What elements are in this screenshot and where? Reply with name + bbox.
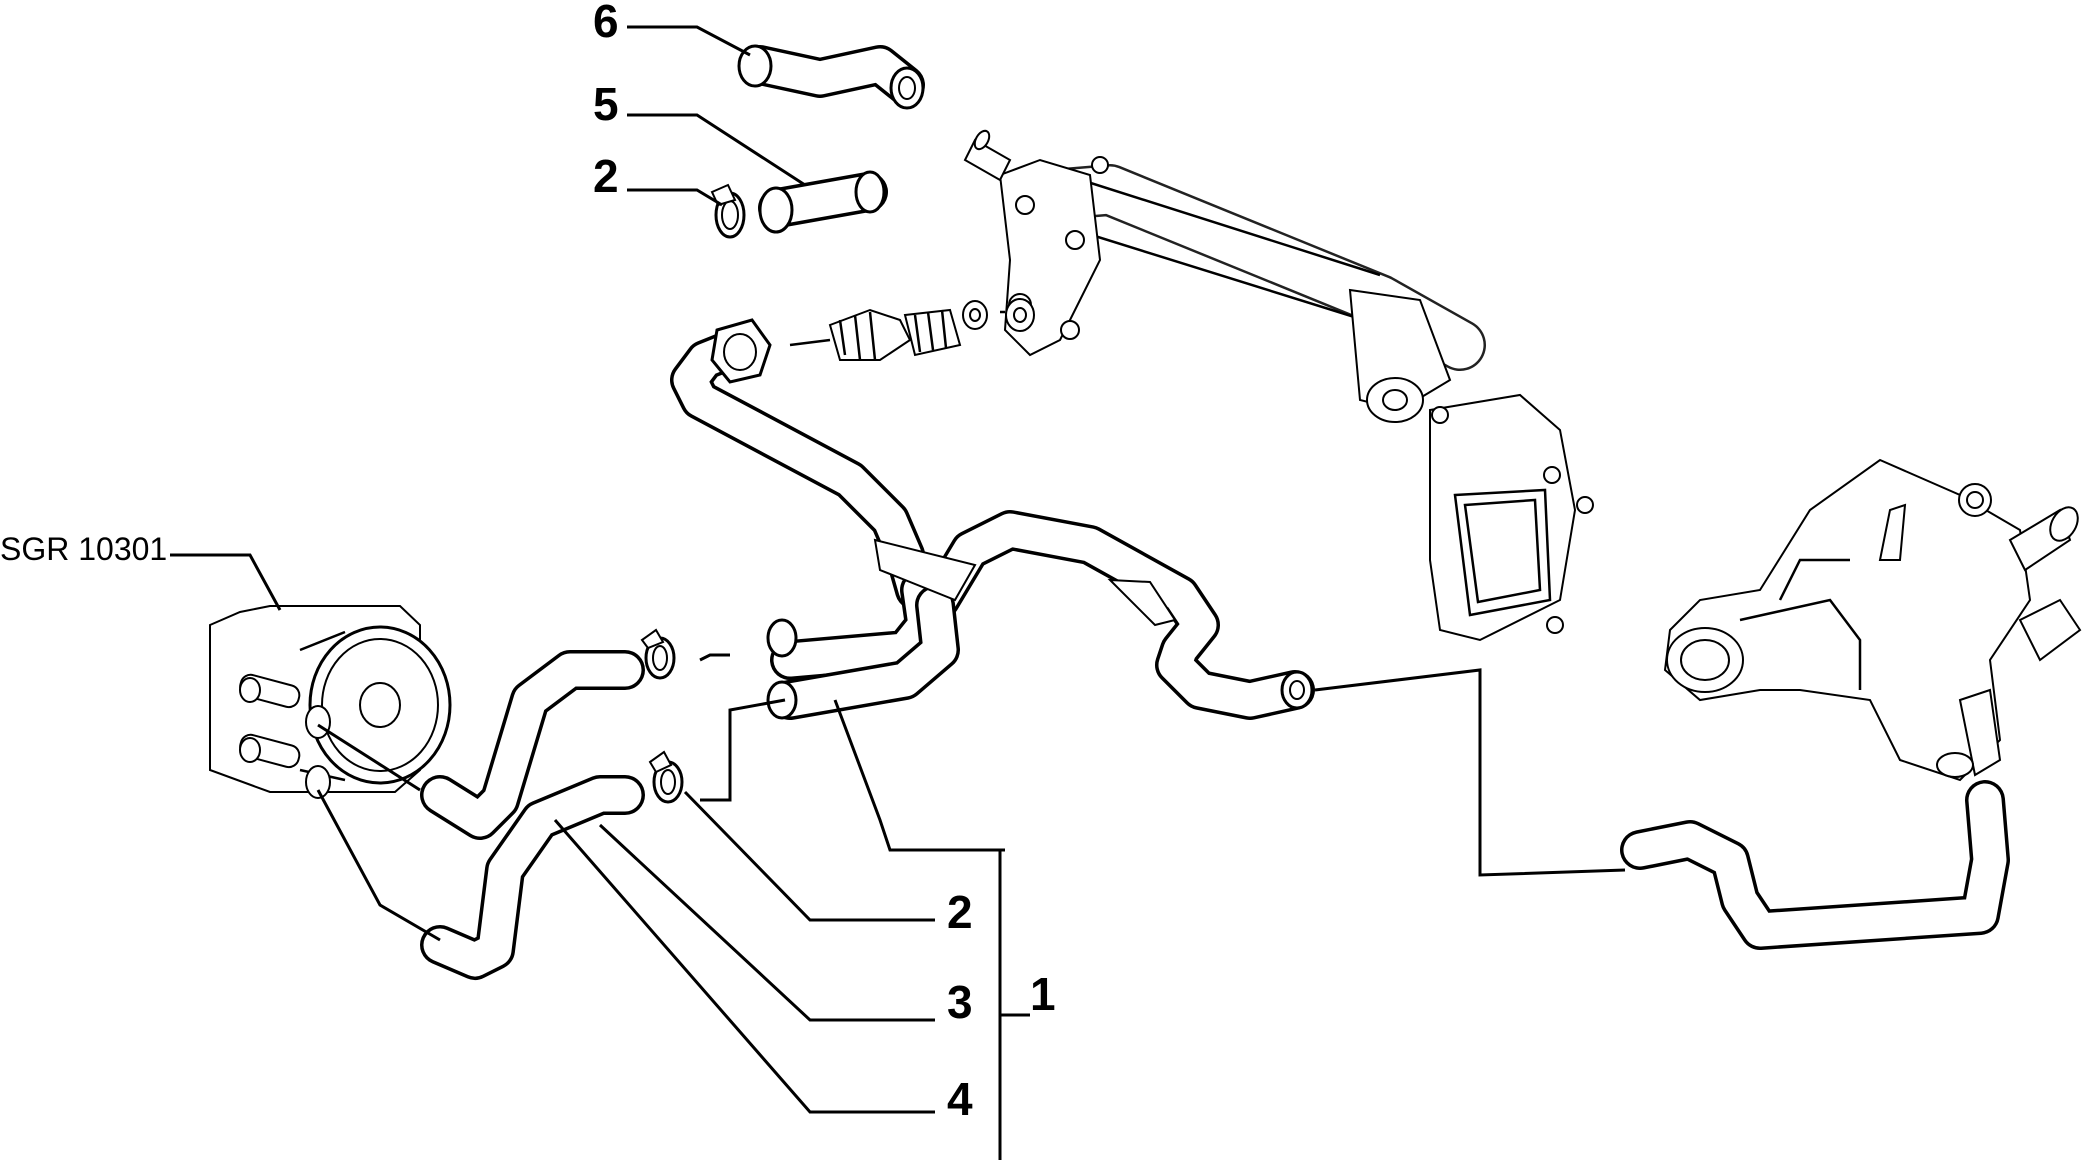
thermostat-housing <box>1663 458 2082 782</box>
leader-lines <box>170 25 1626 1160</box>
hose-assembly <box>420 318 2010 980</box>
callout-2-right: 2 <box>947 886 973 938</box>
clamp-2-upper <box>640 628 676 680</box>
hose-5 <box>758 170 888 234</box>
oil-cooler <box>209 605 452 799</box>
callout-3: 3 <box>947 976 973 1028</box>
coolant-rail-assembly <box>963 129 1594 642</box>
callout-5: 5 <box>593 78 619 130</box>
callout-4: 4 <box>947 1073 973 1125</box>
callout-2-top: 2 <box>593 150 619 202</box>
callout-1: 1 <box>1030 968 1056 1020</box>
hose-6 <box>737 44 925 110</box>
callout-labels: 6 5 2 2 3 4 1 SGR 10301 <box>0 0 1056 1125</box>
reference-code: SGR 10301 <box>0 531 167 567</box>
clamp-2-top <box>710 183 746 239</box>
callout-6: 6 <box>593 0 619 47</box>
clamp-2-lower <box>648 750 684 804</box>
thermostat-cartridge <box>789 298 1035 361</box>
